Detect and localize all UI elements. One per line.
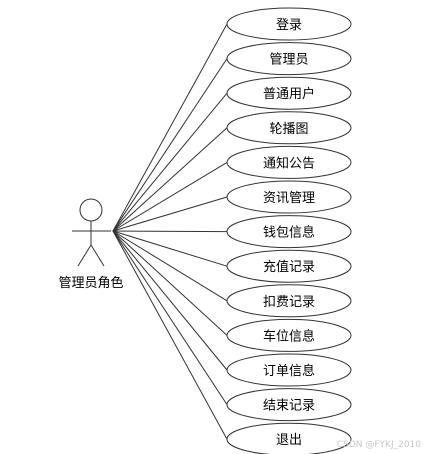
use-case: 退出: [226, 422, 352, 454]
use-case-ellipse: [226, 180, 352, 214]
use-case-label: 车位信息: [263, 328, 315, 344]
use-case-label: 充值记录: [263, 259, 315, 275]
actor-label: 管理员角色: [58, 275, 123, 291]
use-case: 普通用户: [226, 76, 352, 110]
connector-line: [112, 92, 228, 232]
use-case-label: 订单信息: [263, 363, 315, 379]
use-case-ellipse: [226, 284, 352, 318]
use-case-ellipse: [226, 111, 352, 145]
use-case-label: 通知公告: [263, 155, 315, 171]
use-case: 登录: [226, 7, 352, 41]
use-case-ellipse: [226, 145, 352, 179]
use-case-label: 退出: [276, 433, 302, 448]
connector-line: [112, 230, 228, 233]
use-case-label: 资讯管理: [263, 191, 315, 206]
connector-line: [112, 230, 228, 302]
use-case-label: 轮播图: [269, 122, 308, 137]
connector-line: [112, 230, 228, 371]
use-case-label: 钱包信息: [263, 225, 315, 241]
use-case-label: 扣费记录: [263, 295, 315, 310]
use-case-ellipse: [226, 7, 352, 41]
use-case-ellipse: [226, 422, 352, 454]
use-case-ellipse: [226, 318, 352, 352]
use-case-ellipse: [226, 215, 352, 249]
use-case: 订单信息: [226, 353, 352, 387]
use-case-label: 登录: [276, 18, 302, 33]
actor: 管理员角色: [58, 198, 124, 291]
connector-line: [112, 161, 228, 232]
use-case-ellipse: [226, 388, 352, 422]
use-case: 充值记录: [226, 249, 352, 283]
use-case-ellipse: [226, 76, 352, 110]
use-case-label: 结束记录: [263, 399, 315, 414]
connector-line: [112, 196, 228, 232]
watermark: CSDN @FYKJ_2010: [337, 440, 421, 450]
actor-head: [79, 198, 103, 222]
connector-line: [112, 230, 228, 267]
actor-right-leg: [90, 244, 105, 267]
use-case-list: 登录管理员普通用户轮播图通知公告资讯管理钱包信息充值记录扣费记录车位信息订单信息…: [226, 7, 352, 454]
use-case: 车位信息: [226, 318, 352, 352]
use-case: 管理员: [226, 42, 352, 76]
use-case-ellipse: [226, 42, 352, 76]
use-case: 扣费记录: [226, 284, 352, 318]
connector-line: [112, 230, 228, 440]
connector-line: [112, 230, 228, 405]
use-case-label: 普通用户: [263, 86, 315, 102]
use-case: 结束记录: [226, 388, 352, 422]
connector-line: [112, 127, 228, 232]
connector-line: [112, 23, 228, 232]
actor-left-leg: [77, 244, 92, 267]
connectors: [112, 23, 228, 440]
use-case-ellipse: [226, 353, 352, 387]
use-case: 通知公告: [226, 145, 352, 179]
connector-line: [112, 58, 228, 232]
use-case: 轮播图: [226, 111, 352, 145]
connector-line: [112, 230, 228, 336]
use-case: 钱包信息: [226, 215, 352, 249]
use-case-label: 管理员: [269, 53, 308, 68]
use-case: 资讯管理: [226, 180, 352, 214]
use-case-ellipse: [226, 249, 352, 283]
